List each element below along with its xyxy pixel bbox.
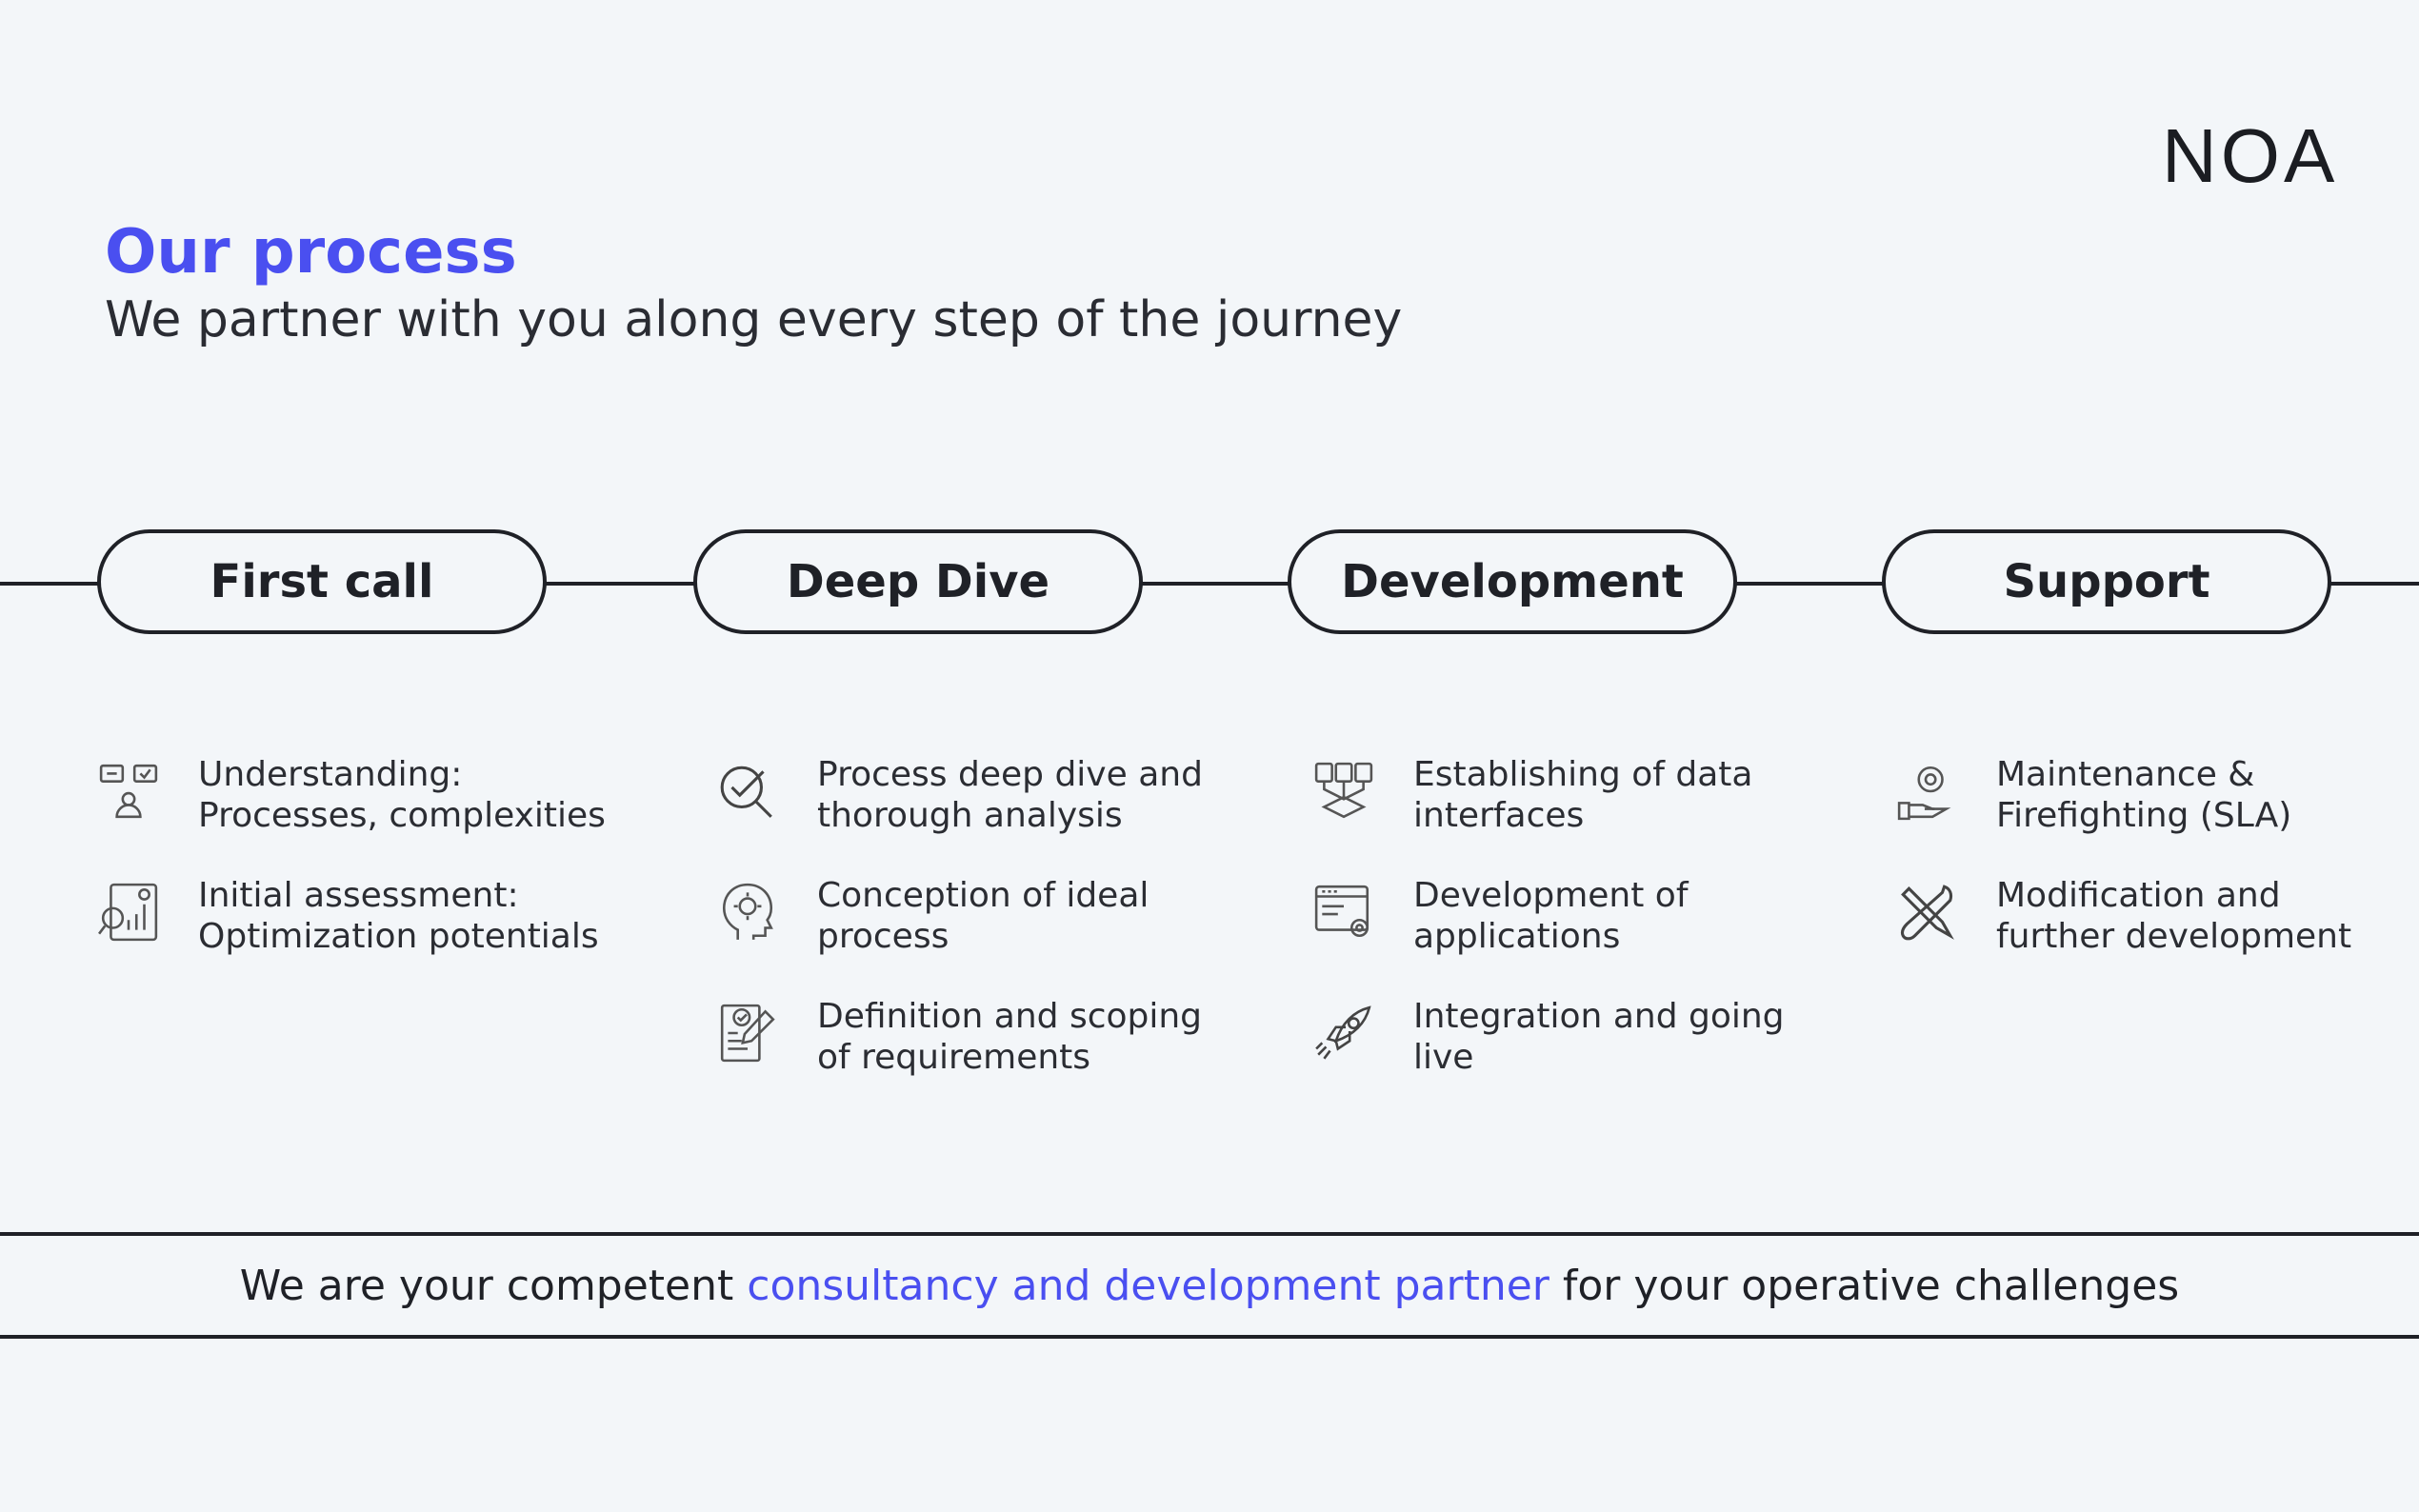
list-item: Development of applications xyxy=(1312,875,1846,996)
banner-top-rule xyxy=(0,1232,2419,1236)
list-item: Establishing of data interfaces xyxy=(1312,754,1846,875)
item-text: Definition and scoping of requirements xyxy=(817,997,1203,1077)
banner-bottom-rule xyxy=(0,1335,2419,1339)
item-text: Modification and further development xyxy=(1996,876,2352,956)
stage-deep-dive: Deep Dive xyxy=(693,529,1143,634)
banner-text-start: We are your competent xyxy=(239,1261,748,1310)
people-screens-icon xyxy=(97,760,160,823)
stage-development: Development xyxy=(1288,529,1737,634)
magnifier-check-icon xyxy=(716,760,779,823)
item-text: Integration and going live xyxy=(1413,997,1785,1077)
head-gear-icon xyxy=(716,881,779,944)
process-timeline-line xyxy=(0,582,2419,586)
checklist-pen-icon xyxy=(716,1002,779,1064)
data-server-icon xyxy=(1312,760,1375,823)
first-call-column: Understanding: Processes, complexities I… xyxy=(97,754,630,996)
item-text: Maintenance & Firefighting (SLA) xyxy=(1996,755,2292,835)
list-item: Maintenance & Firefighting (SLA) xyxy=(1895,754,2419,875)
stage-support: Support xyxy=(1882,529,2331,634)
tools-icon xyxy=(1895,881,1958,944)
closing-banner: We are your competent consultancy and de… xyxy=(0,1238,2419,1333)
list-item: Definition and scoping of requirements xyxy=(716,996,1249,1117)
analytics-magnifier-icon xyxy=(97,881,160,944)
list-item: Integration and going live xyxy=(1312,996,1846,1117)
item-text: Process deep dive and thorough analysis xyxy=(817,755,1203,835)
item-text: Conception of ideal process xyxy=(817,876,1150,956)
item-text: Understanding: Processes, complexities xyxy=(198,755,606,835)
stage-first-call: First call xyxy=(97,529,547,634)
browser-gear-icon xyxy=(1312,881,1375,944)
list-item: Conception of ideal process xyxy=(716,875,1249,996)
list-item: Modification and further development xyxy=(1895,875,2419,996)
development-column: Establishing of data interfaces Developm… xyxy=(1312,754,1846,1117)
banner-highlight: consultancy and development partner xyxy=(747,1261,1549,1310)
support-column: Maintenance & Firefighting (SLA) Modific… xyxy=(1895,754,2419,996)
noa-logo: NOA xyxy=(2162,113,2339,198)
banner-text-end: for your operative challenges xyxy=(1549,1261,2180,1310)
item-text: Establishing of data interfaces xyxy=(1413,755,1753,835)
page-title: Our process xyxy=(105,217,517,288)
rocket-icon xyxy=(1312,1002,1375,1064)
item-text: Development of applications xyxy=(1413,876,1689,956)
list-item: Process deep dive and thorough analysis xyxy=(716,754,1249,875)
page-subtitle: We partner with you along every step of … xyxy=(105,291,1403,348)
deep-dive-column: Process deep dive and thorough analysis … xyxy=(716,754,1249,1117)
item-text: Initial assessment: Optimization potenti… xyxy=(198,876,599,956)
list-item: Understanding: Processes, complexities xyxy=(97,754,630,875)
list-item: Initial assessment: Optimization potenti… xyxy=(97,875,630,996)
hand-gear-icon xyxy=(1895,760,1958,823)
